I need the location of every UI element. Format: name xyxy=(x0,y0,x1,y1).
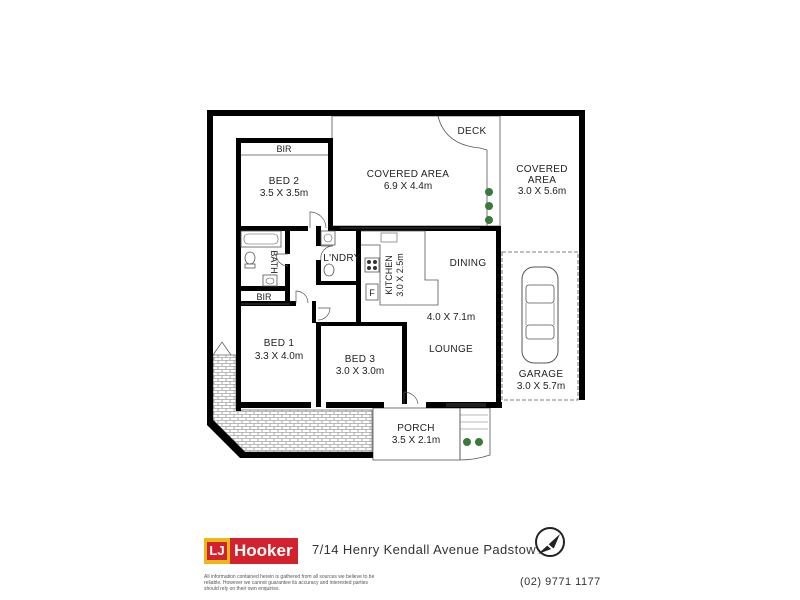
porch-dim: 3.5 X 2.1m xyxy=(392,435,440,446)
lounge-label: LOUNGE xyxy=(429,344,473,355)
logo-mark: LJ xyxy=(204,538,230,564)
door-bed2 xyxy=(309,211,327,229)
walls xyxy=(207,110,585,458)
toilet-icon xyxy=(244,251,256,269)
steps-lines xyxy=(460,414,488,430)
bed2-label: BED 2 xyxy=(269,176,300,187)
dining-label: DINING xyxy=(450,258,487,269)
deck-label: DECK xyxy=(458,126,487,137)
laundry-label: L'NDRY xyxy=(323,253,360,264)
stove-icon xyxy=(364,257,380,273)
bath-label: BATH xyxy=(269,250,279,273)
bed1-label: BED 1 xyxy=(264,338,295,349)
north-arrow-icon xyxy=(535,527,565,557)
covered-area-side-label-1: COVERED xyxy=(516,164,568,175)
disclaimer-text: All information contained herein is gath… xyxy=(204,574,375,592)
phone-number: (02) 9771 1177 xyxy=(520,576,601,588)
logo-wordmark: Hooker xyxy=(230,538,298,564)
bed2-dim: 3.5 X 3.5m xyxy=(260,188,308,199)
kitchen-bench xyxy=(361,230,439,306)
covered-area-side-label-2: AREA xyxy=(528,175,556,186)
kitchen-dim: 3.0 X 2.5m xyxy=(395,253,405,297)
fridge-label: F xyxy=(369,288,375,298)
sink-icon xyxy=(262,274,278,287)
door-side xyxy=(212,341,232,356)
laundry-toilet-icon xyxy=(323,263,335,277)
door-bath xyxy=(275,253,289,267)
door-bed1 xyxy=(295,290,309,304)
laundry-tub-icon xyxy=(320,230,336,246)
porch-steps xyxy=(459,407,491,461)
covered-area-label: COVERED AREA xyxy=(367,169,450,180)
bathtub-icon xyxy=(240,230,282,248)
bed1-dim: 3.3 X 4.0m xyxy=(255,351,303,362)
bir-mid-label: BIR xyxy=(256,292,272,302)
lj-hooker-logo: LJ Hooker xyxy=(204,538,298,564)
garage-boundary xyxy=(501,251,579,401)
door-bed3 xyxy=(317,307,331,321)
bed3-dim: 3.0 X 3.0m xyxy=(336,366,384,377)
garage-label: GARAGE xyxy=(519,369,564,380)
garage-dim: 3.0 X 5.7m xyxy=(517,381,565,392)
bir-top-label: BIR xyxy=(276,144,292,154)
car-icon xyxy=(521,266,559,364)
porch-label: PORCH xyxy=(397,423,435,434)
door-front xyxy=(403,391,419,405)
bed3-label: BED 3 xyxy=(345,354,376,365)
living-dim: 4.0 X 7.1m xyxy=(427,312,475,323)
covered-area-side-dim: 3.0 X 5.6m xyxy=(518,186,566,197)
porch-boundary xyxy=(372,407,461,461)
logo-mark-text: LJ xyxy=(207,542,227,560)
fridge-space xyxy=(365,283,379,301)
deck-boundary xyxy=(437,115,488,226)
property-address: 7/14 Henry Kendall Avenue Padstow xyxy=(312,542,536,557)
shrub-icon xyxy=(463,188,493,446)
door-laundry xyxy=(320,245,334,261)
covered-area-dim: 6.9 X 4.4m xyxy=(384,181,432,192)
kitchen-label: KITCHEN xyxy=(384,255,394,295)
